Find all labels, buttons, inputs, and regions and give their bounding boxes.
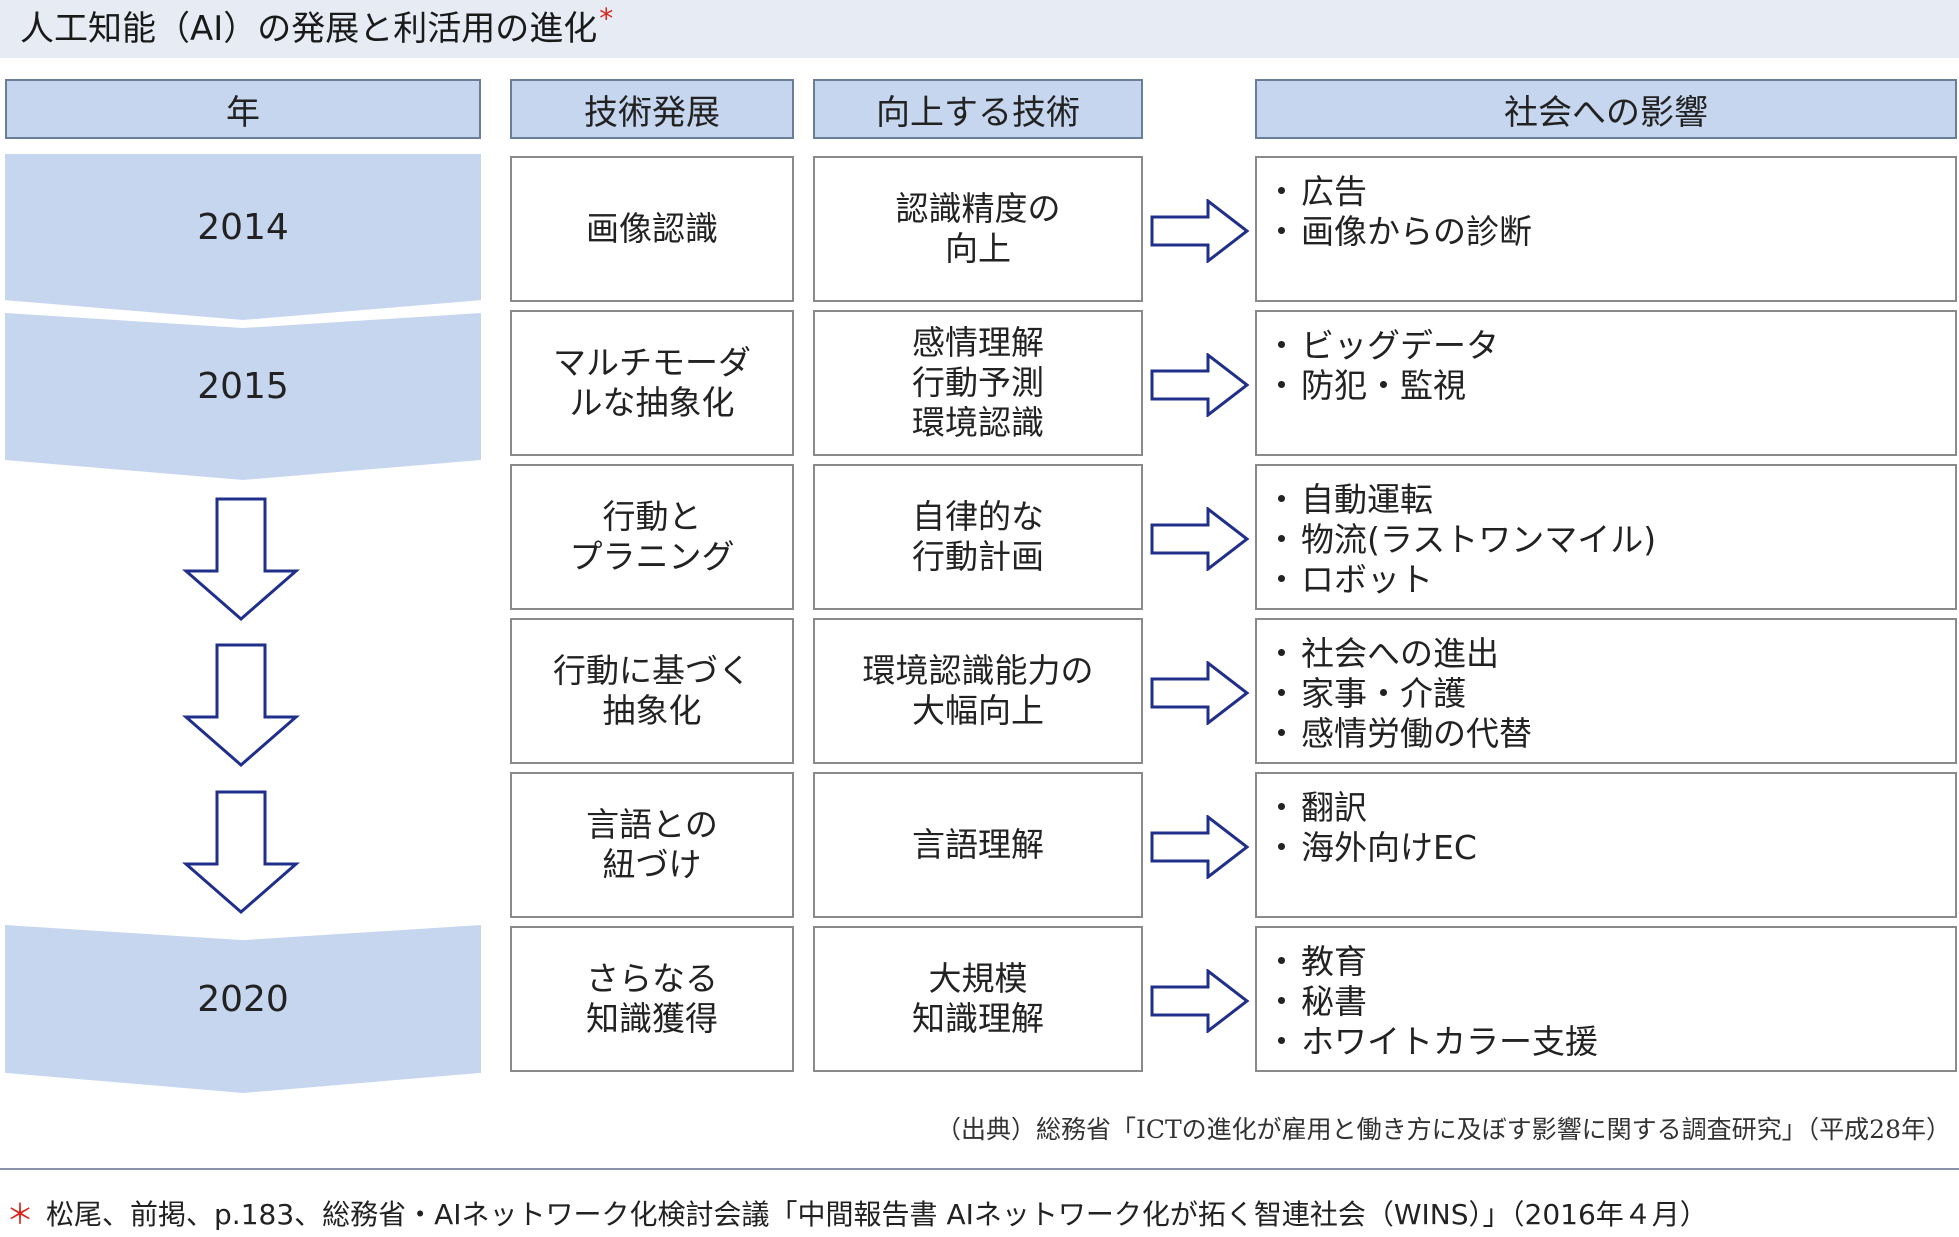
tech-label: 言語との 紐づけ — [586, 805, 718, 884]
improve-cell: 大規模 知識理解 — [813, 926, 1143, 1072]
header-year: 年 — [5, 79, 481, 139]
source-note: （出典）総務省「ICTの進化が雇用と働き方に及ぼす影響に関する調査研究」（平成2… — [936, 1115, 1951, 1144]
tech-cell: 行動と プラニング — [510, 464, 794, 610]
page-title: 人工知能（AI）の発展と利活用の進化* — [20, 2, 613, 52]
impact-item: 秘書 — [1265, 982, 1955, 1022]
tech-label: 画像認識 — [586, 209, 718, 248]
impact-item: 感情労働の代替 — [1265, 714, 1955, 754]
impact-cell: 広告 画像からの診断 — [1255, 156, 1957, 302]
year-2015-label: 2015 — [197, 366, 289, 407]
tech-label: マルチモーダ ルな抽象化 — [553, 343, 751, 422]
year-band-2014: 2014 — [5, 154, 481, 320]
right-arrow-icon — [1150, 969, 1250, 1033]
title-footnote-mark: * — [599, 2, 614, 35]
right-arrow-icon — [1150, 661, 1250, 725]
year-2020-label: 2020 — [197, 978, 289, 1020]
right-arrow-icon — [1150, 199, 1250, 263]
right-arrow-icon — [1150, 353, 1250, 417]
impact-item: 社会への進出 — [1265, 634, 1955, 674]
footnote-text: 松尾、前掲、p.183、総務省・AIネットワーク化検討会議「中間報告書 AIネッ… — [46, 1198, 1708, 1231]
improve-label: 感情理解 行動予測 環境認識 — [912, 323, 1044, 442]
improve-label: 認識精度の 向上 — [895, 189, 1061, 268]
impact-item: 家事・介護 — [1265, 674, 1955, 714]
impact-cell: ビッグデータ 防犯・監視 — [1255, 310, 1957, 456]
footnote: ＊ 松尾、前掲、p.183、総務省・AIネットワーク化検討会議「中間報告書 AIネ… — [6, 1193, 1708, 1233]
impact-cell: 自動運転 物流(ラストワンマイル) ロボット — [1255, 464, 1957, 610]
down-arrow-icon — [182, 790, 300, 914]
improve-label: 大規模 知識理解 — [912, 959, 1044, 1038]
header-tech: 技術発展 — [510, 79, 794, 139]
right-arrow-icon — [1150, 815, 1250, 879]
impact-item: ホワイトカラー支援 — [1265, 1022, 1955, 1062]
impact-cell: 翻訳 海外向けEC — [1255, 772, 1957, 918]
improve-cell: 認識精度の 向上 — [813, 156, 1143, 302]
impact-item: 自動運転 — [1265, 480, 1955, 520]
tech-label: 行動に基づく 抽象化 — [553, 651, 751, 730]
header-impact-label: 社会への影響 — [1504, 92, 1708, 133]
down-arrow-icon — [182, 643, 300, 767]
impact-item: ロボット — [1265, 560, 1955, 600]
improve-cell: 言語理解 — [813, 772, 1143, 918]
impact-cell: 教育 秘書 ホワイトカラー支援 — [1255, 926, 1957, 1072]
header-improve: 向上する技術 — [813, 79, 1143, 139]
divider — [0, 1168, 1959, 1170]
impact-item: 広告 — [1265, 172, 1955, 212]
impact-item: 物流(ラストワンマイル) — [1265, 520, 1955, 560]
improve-label: 環境認識能力の 大幅向上 — [862, 651, 1094, 730]
tech-label: 行動と プラニング — [569, 497, 735, 576]
header-impact: 社会への影響 — [1255, 79, 1957, 139]
impact-item: 防犯・監視 — [1265, 366, 1955, 406]
year-band-2020: 2020 — [5, 925, 481, 1093]
improve-label: 言語理解 — [912, 825, 1044, 864]
tech-cell: マルチモーダ ルな抽象化 — [510, 310, 794, 456]
tech-cell: 画像認識 — [510, 156, 794, 302]
title-text: 人工知能（AI）の発展と利活用の進化 — [20, 9, 598, 49]
title-bar — [0, 0, 1959, 58]
impact-item: ビッグデータ — [1265, 326, 1955, 366]
footnote-mark: ＊ — [6, 1198, 35, 1231]
header-improve-label: 向上する技術 — [876, 92, 1080, 133]
impact-cell: 社会への進出 家事・介護 感情労働の代替 — [1255, 618, 1957, 764]
improve-cell: 感情理解 行動予測 環境認識 — [813, 310, 1143, 456]
tech-cell: さらなる 知識獲得 — [510, 926, 794, 1072]
header-year-label: 年 — [226, 92, 260, 133]
impact-item: 海外向けEC — [1265, 828, 1955, 868]
impact-item: 画像からの診断 — [1265, 212, 1955, 252]
improve-cell: 自律的な 行動計画 — [813, 464, 1143, 610]
improve-label: 自律的な 行動計画 — [912, 497, 1044, 576]
tech-label: さらなる 知識獲得 — [586, 959, 718, 1038]
right-arrow-icon — [1150, 507, 1250, 571]
down-arrow-icon — [182, 497, 300, 621]
tech-cell: 言語との 紐づけ — [510, 772, 794, 918]
year-2014-label: 2014 — [197, 206, 289, 248]
improve-cell: 環境認識能力の 大幅向上 — [813, 618, 1143, 764]
year-band-2015: 2015 — [5, 313, 481, 480]
header-tech-label: 技術発展 — [584, 92, 720, 133]
impact-item: 教育 — [1265, 942, 1955, 982]
tech-cell: 行動に基づく 抽象化 — [510, 618, 794, 764]
impact-item: 翻訳 — [1265, 788, 1955, 828]
